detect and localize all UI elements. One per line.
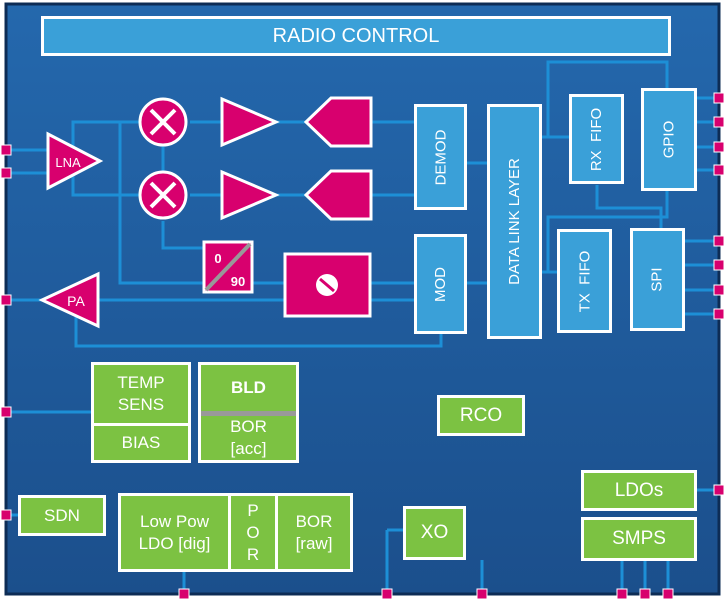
mod-label: MOD — [432, 266, 449, 302]
smps-label: SMPS — [612, 528, 666, 549]
demod-label: DEMOD — [432, 129, 449, 185]
demod-block: DEMOD — [414, 104, 467, 210]
bor-raw-block: BOR [raw] — [275, 493, 353, 572]
bld-section: BLD — [201, 365, 296, 411]
pin — [0, 509, 12, 521]
pin — [713, 235, 725, 247]
if-amplifier-top — [220, 96, 280, 148]
bor-acc-label-line1: BOR — [230, 417, 267, 436]
temp-sens-label-line2: SENS — [117, 395, 165, 414]
pin — [178, 588, 190, 600]
adc-top — [303, 96, 373, 148]
rx-fifo-label: RX FIFO — [588, 107, 605, 171]
bld-bor-divider — [201, 411, 296, 416]
signal-wires — [6, 60, 719, 594]
pin — [713, 284, 725, 296]
tx-fifo-label: TX FIFO — [576, 250, 594, 312]
low-pow-ldo-block: Low Pow LDO [dig] — [118, 493, 231, 572]
vco-icon — [316, 274, 338, 296]
radio-control-label: RADIO CONTROL — [272, 24, 440, 47]
if-amplifier-bottom — [220, 169, 280, 221]
pa-label: PA — [67, 293, 85, 309]
bor-acc-label-line2: [acc] — [230, 439, 267, 458]
temp-sens-block: TEMP SENS — [91, 362, 191, 426]
adc-bottom — [303, 169, 373, 221]
mod-block: MOD — [414, 234, 467, 334]
gpio-block: GPIO — [641, 88, 697, 191]
ldos-label: LDOs — [614, 479, 664, 501]
low-pow-ldo-label-line2: LDO [dig] — [138, 533, 211, 553]
pa-amplifier — [38, 271, 100, 329]
por-block: P O R — [228, 493, 278, 572]
radio-control-block: RADIO CONTROL — [41, 16, 671, 56]
mixer-bottom — [138, 170, 188, 220]
rx-fifo-block: RX FIFO — [569, 94, 624, 184]
pin — [0, 167, 12, 179]
por-label-o: O — [246, 522, 260, 542]
xo-block: XO — [403, 506, 466, 560]
pin — [713, 164, 725, 176]
pins — [0, 92, 725, 600]
pin — [713, 141, 725, 153]
phase-label-0: 0 — [214, 251, 221, 266]
ldos-block: LDOs — [581, 470, 697, 511]
pin — [713, 116, 725, 128]
smps-block: SMPS — [581, 517, 697, 561]
xo-label: XO — [420, 522, 449, 543]
sdn-label: SDN — [44, 505, 80, 525]
bor-acc-section: BOR [acc] — [201, 416, 296, 460]
mixer-top — [138, 97, 188, 147]
bld-label: BLD — [231, 378, 266, 397]
pin — [713, 308, 725, 320]
low-pow-ldo-label-line1: Low Pow — [140, 511, 209, 531]
lna-amplifier — [46, 131, 104, 191]
rco-label: RCO — [459, 404, 503, 426]
pin — [713, 92, 725, 104]
pin — [639, 588, 651, 600]
pin — [616, 588, 628, 600]
pin — [381, 588, 393, 600]
pin — [0, 406, 12, 418]
por-label-r: R — [246, 544, 260, 564]
bld-bor-block: BLD BOR [acc] — [198, 362, 299, 463]
pin — [0, 144, 12, 156]
lna-label: LNA — [55, 155, 81, 170]
pin — [662, 588, 674, 600]
gpio-label: GPIO — [660, 120, 678, 159]
pin — [0, 294, 12, 306]
bor-raw-label-line2: [raw] — [295, 533, 333, 553]
data-link-layer-label: DATA LINK LAYER — [506, 158, 523, 285]
temp-sens-label-line1: TEMP — [117, 373, 165, 392]
spi-block: SPI — [630, 228, 685, 331]
phase-label-90: 90 — [231, 274, 245, 289]
sdn-block: SDN — [18, 495, 106, 536]
bias-label: BIAS — [121, 433, 161, 452]
bias-block: BIAS — [91, 423, 191, 463]
data-link-layer-block: DATA LINK LAYER — [487, 104, 542, 339]
por-label-p: P — [247, 500, 259, 520]
tx-fifo-block: TX FIFO — [557, 229, 612, 333]
bor-raw-label-line1: BOR — [295, 511, 333, 531]
pin — [713, 259, 725, 271]
pin — [476, 588, 488, 600]
spi-label: SPI — [649, 267, 666, 292]
pin — [713, 484, 725, 496]
rco-block: RCO — [437, 395, 525, 436]
